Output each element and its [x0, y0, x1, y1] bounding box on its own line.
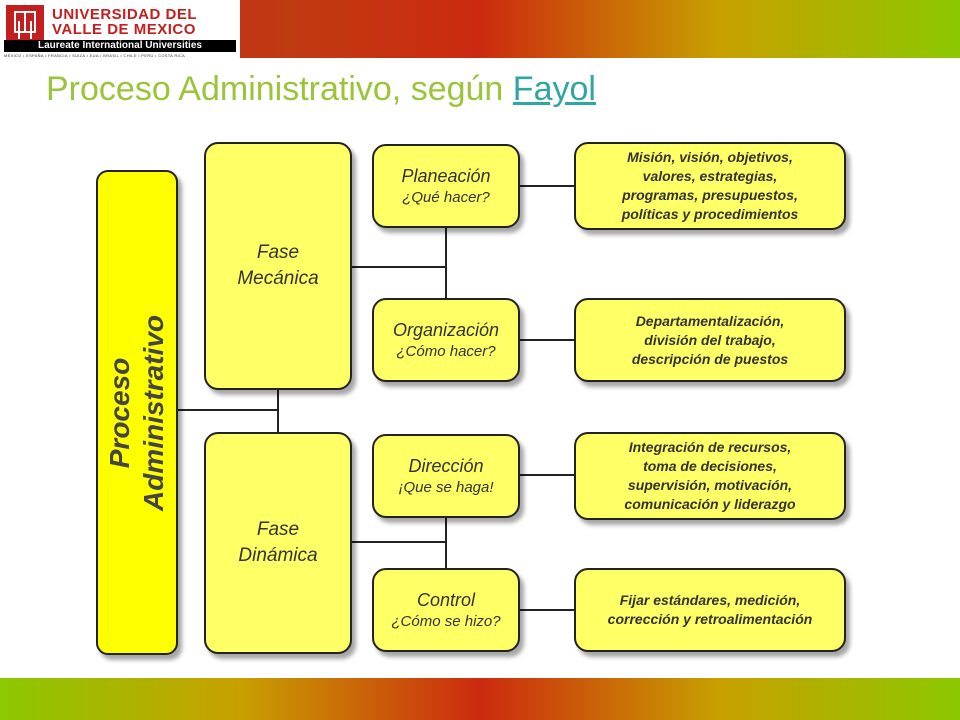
function-question: ¿Cómo hacer?: [396, 343, 496, 360]
phase-line-2: Mecánica: [237, 268, 319, 289]
description-line: programas, presupuestos,: [622, 187, 798, 203]
function-name: Organización: [392, 320, 500, 340]
logo-line-2: VALLE DE MEXICO: [52, 21, 196, 38]
slide-title-text: Proceso Administrativo, según: [46, 70, 513, 108]
slide-title: Proceso Administrativo, según Fayol: [46, 70, 596, 109]
description-box-organizacion: Departamentalización, división del traba…: [574, 298, 846, 382]
description-box-planeacion: Misión, visión, objetivos, valores, estr…: [574, 142, 846, 230]
phase-box-mecanica: Fase Mecánica: [204, 142, 352, 390]
function-name: Control: [416, 590, 476, 610]
phase-line-2: Dinámica: [238, 545, 318, 566]
function-question: ¿Cómo se hizo?: [391, 613, 501, 630]
function-question: ¿Qué hacer?: [402, 189, 490, 206]
description-line: Misión, visión, objetivos,: [627, 149, 793, 165]
function-name: Dirección: [408, 456, 484, 476]
logo-countries: MÉXICO • ESPAÑA • FRANCIA • SUIZA • EUA …: [4, 53, 186, 58]
logo-line-1: UNIVERSIDAD DEL: [52, 6, 198, 23]
function-question: ¡Que se haga!: [398, 479, 494, 496]
root-line-2: Administrativo: [138, 314, 169, 511]
description-line: Fijar estándares, medición,: [619, 592, 801, 608]
logo-band: Laureate International Universities: [4, 40, 236, 52]
description-line: toma de decisiones,: [643, 458, 777, 474]
function-box-control: Control ¿Cómo se hizo?: [372, 568, 520, 652]
function-name: Planeación: [401, 166, 491, 186]
shield-icon: [6, 5, 44, 40]
root-box: Proceso Administrativo: [96, 170, 178, 655]
function-box-direccion: Dirección ¡Que se haga!: [372, 434, 520, 518]
description-line: comunicación y liderazgo: [624, 496, 796, 512]
description-line: Departamentalización,: [635, 312, 785, 329]
root-line-1: Proceso: [104, 357, 135, 468]
description-line: políticas y procedimientos: [621, 206, 799, 222]
phase-line-1: Fase: [256, 519, 300, 540]
description-box-control: Fijar estándares, medición, corrección y…: [574, 568, 846, 652]
university-logo: UNIVERSIDAD DEL VALLE DE MEXICO Laureate…: [0, 0, 240, 58]
bottom-gradient-bar: [0, 678, 960, 720]
description-line: corrección y retroalimentación: [607, 611, 813, 627]
description-line: división del trabajo,: [644, 331, 776, 348]
description-line: descripción de puestos: [631, 350, 789, 367]
description-box-direccion: Integración de recursos, toma de decisio…: [574, 432, 846, 520]
root-label: Proceso Administrativo: [103, 314, 171, 510]
function-box-planeacion: Planeación ¿Qué hacer?: [372, 144, 520, 228]
description-line: valores, estrategias,: [642, 168, 778, 184]
description-line: supervisión, motivación,: [627, 477, 793, 493]
phase-line-1: Fase: [256, 242, 300, 263]
function-box-organizacion: Organización ¿Cómo hacer?: [372, 298, 520, 382]
fayol-link[interactable]: Fayol: [512, 70, 596, 108]
description-line: Integración de recursos,: [628, 439, 792, 455]
phase-box-dinamica: Fase Dinámica: [204, 432, 352, 654]
